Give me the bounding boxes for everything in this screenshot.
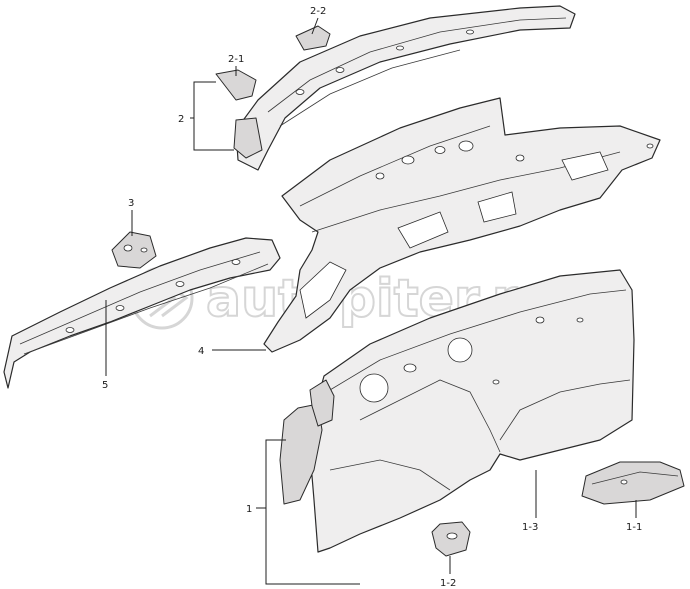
part-3-bracket [111, 231, 157, 269]
callout-labels: 2-2 2-1 2 3 4 5 1 1-3 1-1 1-2 [102, 6, 642, 589]
callout-2-1: 2-1 [228, 54, 244, 65]
part-2-upper-rail [215, 5, 576, 171]
callout-1-3: 1-3 [522, 522, 538, 533]
callout-1-1: 1-1 [626, 522, 642, 533]
part-5-lower-rail [3, 237, 281, 389]
part-2-lower-bracket [233, 117, 263, 159]
callout-1: 1 [246, 504, 252, 515]
part-2-2-bracket [295, 25, 331, 51]
part-2-1-bracket [215, 69, 257, 101]
part-1-2-bracket [431, 521, 471, 557]
part-4-cowl-panel [263, 97, 661, 353]
part-1-1-bracket [581, 461, 685, 505]
callout-2: 2 [178, 114, 184, 125]
callout-1-2: 1-2 [440, 578, 456, 589]
callout-2-2: 2-2 [310, 6, 326, 17]
callout-4: 4 [198, 346, 204, 357]
callout-3: 3 [128, 198, 134, 209]
leader-lines [105, 17, 637, 585]
callout-5: 5 [102, 380, 108, 391]
part-1-side-member [279, 403, 323, 505]
part-1-dash-panel [279, 269, 635, 553]
